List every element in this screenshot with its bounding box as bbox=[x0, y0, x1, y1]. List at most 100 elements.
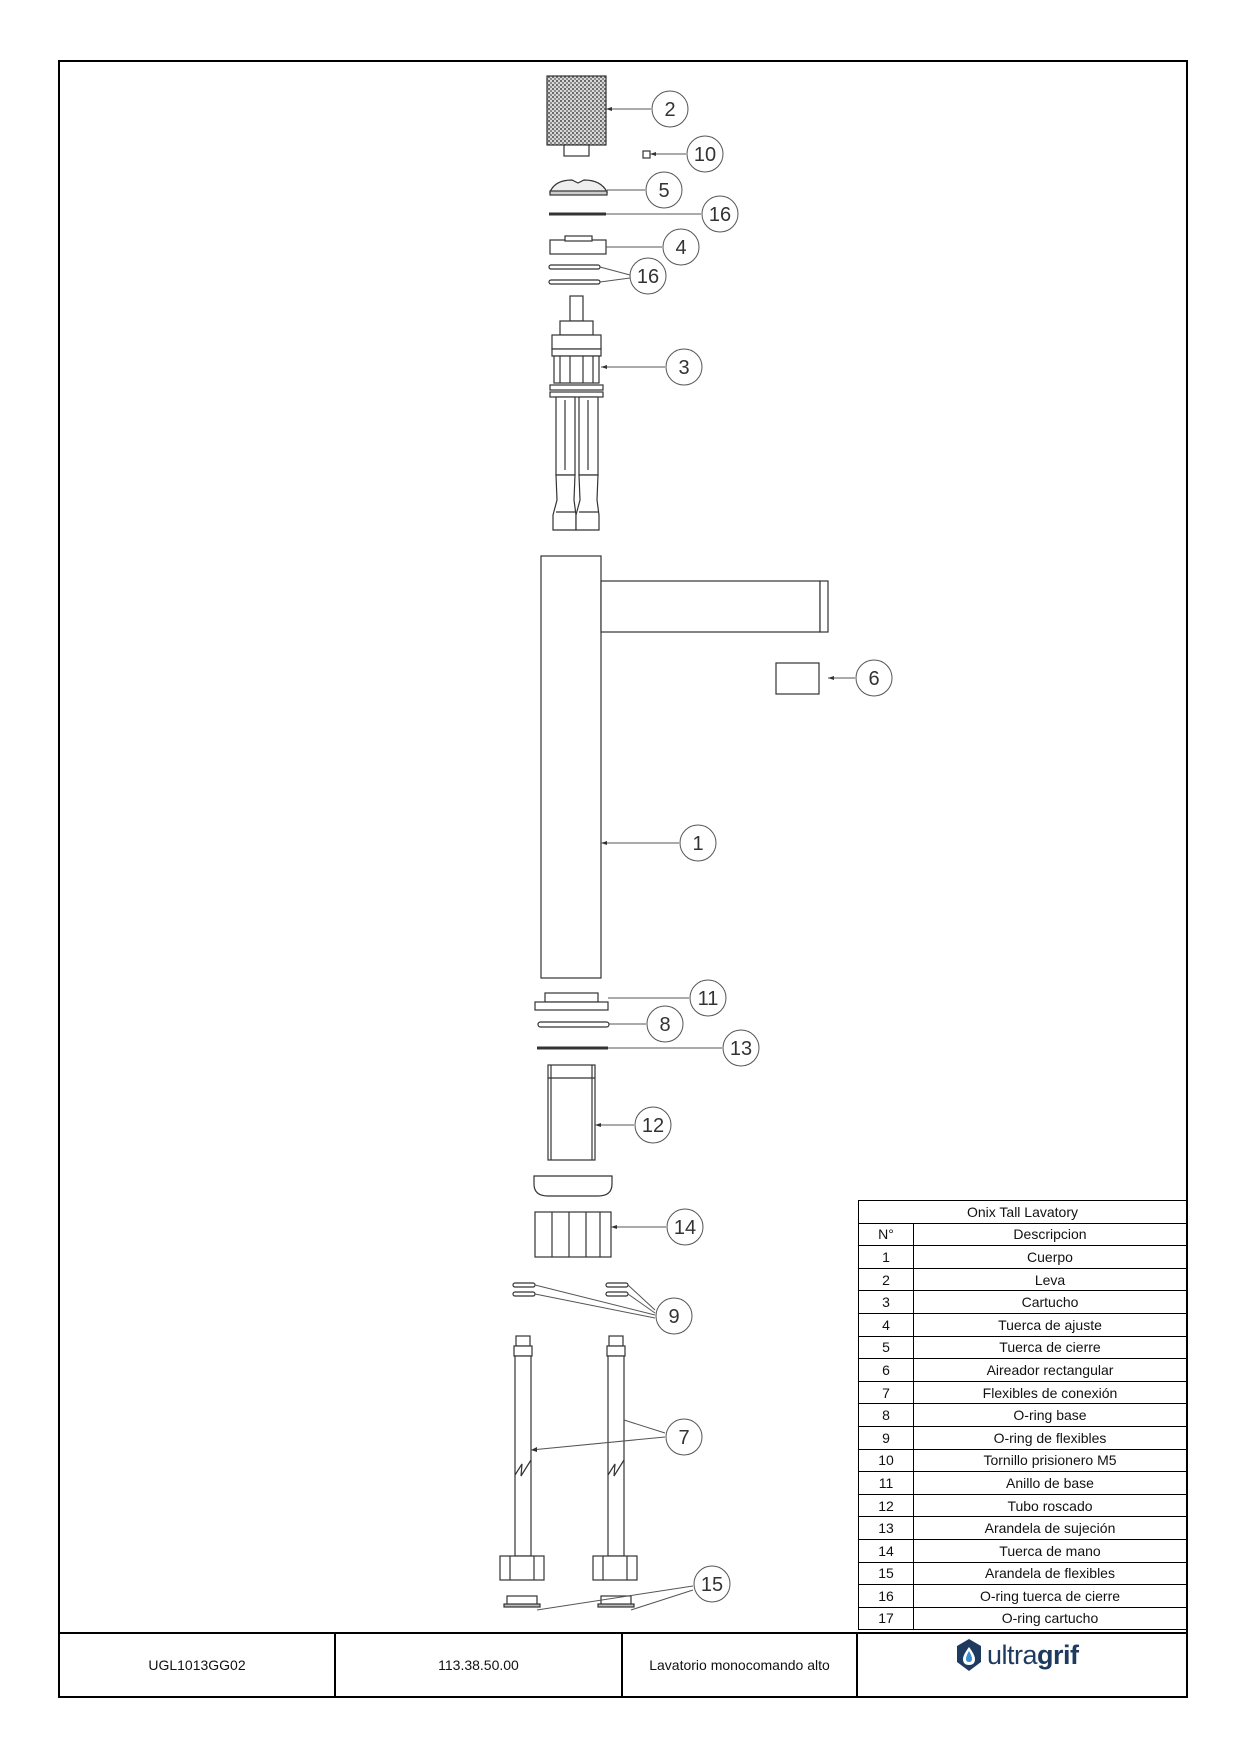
callout-15: 15 bbox=[701, 1574, 723, 1596]
part-number-cell: 11 bbox=[858, 1471, 914, 1495]
part-4-adjusting-nut bbox=[549, 235, 607, 255]
part-15-hose-washers bbox=[503, 1595, 635, 1608]
brand-name-bold: grif bbox=[1037, 1639, 1079, 1670]
part-number-cell: 7 bbox=[858, 1380, 914, 1405]
callout-labels: 2 10 5 16 4 16 3 6 1 11 8 13 12 14 9 7 1… bbox=[637, 99, 880, 1596]
part-number-cell: 12 bbox=[858, 1493, 914, 1518]
callout-9: 9 bbox=[668, 1306, 679, 1328]
part-number-cell: 5 bbox=[858, 1335, 914, 1360]
part-6-aerator bbox=[775, 662, 820, 695]
part-number-cell: 6 bbox=[858, 1358, 914, 1382]
exploded-view bbox=[499, 75, 829, 1608]
part-number-cell: 13 bbox=[858, 1516, 914, 1540]
part-16-oring-b bbox=[548, 279, 601, 285]
part-number-cell: 10 bbox=[858, 1448, 914, 1473]
product-description: Lavatorio monocomando alto bbox=[649, 1657, 830, 1673]
callout-16-lower: 16 bbox=[637, 266, 659, 288]
part-description-cell: Tuerca de ajuste bbox=[913, 1312, 1187, 1337]
part-description-cell: Arandela de flexibles bbox=[913, 1561, 1187, 1586]
part-number-cell: 15 bbox=[858, 1561, 914, 1586]
callout-6: 6 bbox=[868, 668, 879, 690]
part-number-cell: 2 bbox=[858, 1267, 914, 1292]
brand-name: ultragrif bbox=[987, 1640, 1079, 1671]
callout-7: 7 bbox=[678, 1427, 689, 1449]
column-header-description: Descripcion bbox=[913, 1222, 1187, 1247]
part-description-cell: Tuerca de mano bbox=[913, 1538, 1187, 1563]
part-description-cell: O-ring cartucho bbox=[913, 1606, 1187, 1631]
part-7-flexible-hoses bbox=[499, 1335, 638, 1581]
part-14-hand-nut bbox=[533, 1175, 613, 1258]
part-number-cell: 9 bbox=[858, 1425, 914, 1450]
part-number-cell: 17 bbox=[858, 1606, 914, 1631]
callout-5: 5 bbox=[658, 180, 669, 202]
column-header-number: N° bbox=[858, 1222, 914, 1247]
leader-arrowheads bbox=[531, 107, 834, 1452]
part-5-closing-nut bbox=[549, 179, 608, 193]
brand-name-light: ultra bbox=[987, 1639, 1038, 1670]
part-description-cell: Anillo de base bbox=[913, 1471, 1187, 1495]
part-2-lever bbox=[546, 75, 607, 157]
part-description-cell: Tuerca de cierre bbox=[913, 1335, 1187, 1360]
callout-11: 11 bbox=[698, 988, 719, 1010]
part-number-cell: 3 bbox=[858, 1290, 914, 1314]
part-12-threaded-tube bbox=[547, 1064, 596, 1161]
callout-10: 10 bbox=[694, 144, 716, 166]
callout-1: 1 bbox=[692, 833, 703, 855]
callout-balloons bbox=[629, 90, 893, 1603]
part-number-cell: 4 bbox=[858, 1312, 914, 1337]
callout-2: 2 bbox=[664, 99, 675, 121]
callout-16-upper: 16 bbox=[709, 204, 731, 226]
part-description-cell: Leva bbox=[913, 1267, 1187, 1292]
part-description-cell: Cartucho bbox=[913, 1290, 1187, 1314]
parts-table-title: Onix Tall Lavatory bbox=[858, 1200, 1187, 1224]
part-number: 113.38.50.00 bbox=[438, 1657, 519, 1673]
part-1-body bbox=[540, 555, 829, 979]
part-9-hose-orings bbox=[512, 1282, 629, 1297]
callout-4: 4 bbox=[675, 237, 686, 259]
drawing-code: UGL1013GG02 bbox=[148, 1657, 246, 1673]
part-number-cell: 1 bbox=[858, 1245, 914, 1269]
leader-lines bbox=[530, 108, 855, 1611]
part-number-cell: 16 bbox=[858, 1584, 914, 1608]
part-description-cell: O-ring tuerca de cierre bbox=[913, 1584, 1187, 1608]
callout-13: 13 bbox=[730, 1038, 752, 1060]
part-number-cell: 8 bbox=[858, 1403, 914, 1427]
part-description-cell: O-ring base bbox=[913, 1403, 1187, 1427]
callout-8: 8 bbox=[659, 1014, 670, 1036]
part-3-cartridge bbox=[549, 295, 604, 531]
part-description-cell: Cuerpo bbox=[913, 1245, 1187, 1269]
callout-3: 3 bbox=[678, 357, 689, 379]
callout-12: 12 bbox=[642, 1115, 664, 1137]
title-block-frame bbox=[59, 1632, 1187, 1697]
part-11-base-ring bbox=[534, 992, 609, 1011]
part-16-oring-a bbox=[548, 264, 601, 270]
water-drop-icon bbox=[957, 1639, 981, 1671]
part-number-cell: 14 bbox=[858, 1538, 914, 1563]
part-10-set-screw bbox=[642, 150, 651, 159]
part-8-base-oring bbox=[537, 1021, 610, 1028]
callout-14: 14 bbox=[674, 1217, 696, 1239]
part-description-cell: O-ring de flexibles bbox=[913, 1425, 1187, 1450]
part-description-cell: Arandela de sujeción bbox=[913, 1516, 1187, 1540]
part-description-cell: Tubo roscado bbox=[913, 1493, 1187, 1518]
